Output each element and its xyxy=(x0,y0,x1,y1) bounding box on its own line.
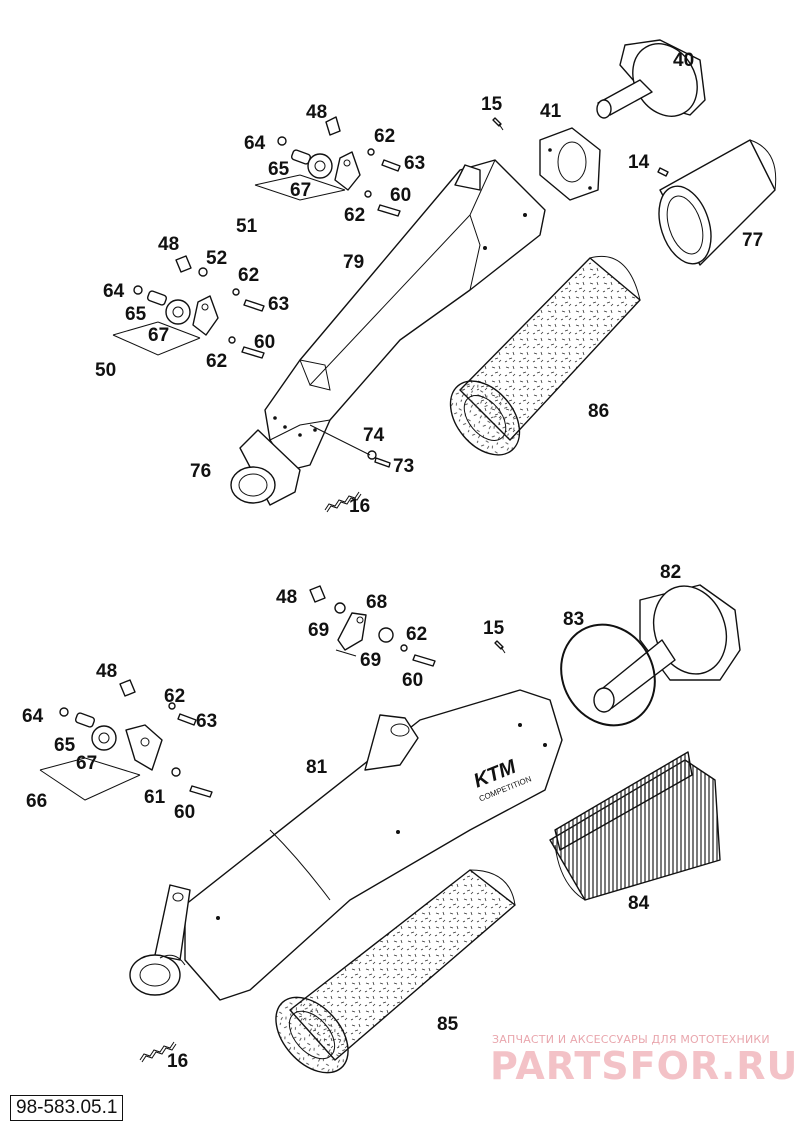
callout-73: 73 xyxy=(393,456,414,477)
screw-15-upper xyxy=(492,117,504,131)
callout-86: 86 xyxy=(588,401,609,422)
callout-69: 69 xyxy=(360,650,381,671)
callout-40: 40 xyxy=(673,50,694,71)
callout-83: 83 xyxy=(563,609,584,630)
flange-41 xyxy=(539,127,601,201)
callout-60: 60 xyxy=(402,670,423,691)
callout-62: 62 xyxy=(344,205,365,226)
spring-16-upper xyxy=(324,491,362,513)
callout-77: 77 xyxy=(742,230,763,251)
callout-61: 61 xyxy=(144,787,166,808)
callout-52: 52 xyxy=(206,248,227,269)
o-ring-83 xyxy=(560,623,656,727)
callout-15: 15 xyxy=(483,618,505,639)
bracket-group-68 xyxy=(309,585,436,667)
packing-84 xyxy=(549,751,721,901)
callout-65: 65 xyxy=(54,735,76,756)
callout-62: 62 xyxy=(238,265,259,286)
callout-79: 79 xyxy=(343,252,364,273)
callout-66: 66 xyxy=(26,791,47,812)
drawing-code: 98-583.05.1 xyxy=(10,1095,124,1121)
callout-63: 63 xyxy=(196,711,217,732)
watermark-tagline: ЗАПЧАСТИ И АКСЕССУАРЫ ДЛЯ МОТОТЕХНИКИ xyxy=(492,1033,770,1046)
callout-51: 51 xyxy=(236,216,258,237)
callout-48: 48 xyxy=(158,234,179,255)
callout-69: 69 xyxy=(308,620,329,641)
callout-60: 60 xyxy=(390,185,411,206)
callout-63: 63 xyxy=(404,153,425,174)
callout-48: 48 xyxy=(306,102,327,123)
spring-16-lower xyxy=(139,1041,177,1063)
callout-62: 62 xyxy=(406,624,427,645)
muffler-body-79 xyxy=(264,159,546,471)
callout-60: 60 xyxy=(174,802,195,823)
bracket-set-51 xyxy=(254,116,401,217)
callout-81: 81 xyxy=(306,757,328,778)
callout-62: 62 xyxy=(374,126,395,147)
muffler-body-81 xyxy=(129,689,563,1001)
callout-16: 16 xyxy=(167,1051,188,1072)
screw-14 xyxy=(657,167,669,177)
callout-65: 65 xyxy=(125,304,147,325)
callout-84: 84 xyxy=(628,893,650,914)
callout-labels: 40 15 41 48 64 62 63 14 65 67 60 62 51 7… xyxy=(22,50,763,1072)
callout-74: 74 xyxy=(363,425,385,446)
callout-67: 67 xyxy=(290,180,311,201)
end-cone-82 xyxy=(593,584,741,713)
callout-48: 48 xyxy=(96,661,117,682)
callout-67: 67 xyxy=(76,753,97,774)
callout-16: 16 xyxy=(349,496,370,517)
callout-67: 67 xyxy=(148,325,169,346)
callout-60: 60 xyxy=(254,332,275,353)
end-cone-40 xyxy=(596,39,706,119)
callout-50: 50 xyxy=(95,360,116,381)
callout-82: 82 xyxy=(660,562,681,583)
callout-64: 64 xyxy=(22,706,44,727)
callout-68: 68 xyxy=(366,592,387,613)
screw-73-washer-74 xyxy=(309,424,391,468)
end-cap-76 xyxy=(230,429,301,506)
callout-85: 85 xyxy=(437,1014,459,1035)
callout-62: 62 xyxy=(164,686,185,707)
callout-76: 76 xyxy=(190,461,211,482)
callout-63: 63 xyxy=(268,294,289,315)
callout-14: 14 xyxy=(628,152,650,173)
sleeve-77 xyxy=(658,139,777,266)
callout-64: 64 xyxy=(244,133,266,154)
packing-86 xyxy=(449,255,641,456)
callout-65: 65 xyxy=(268,159,290,180)
callout-15: 15 xyxy=(481,94,503,115)
bracket-set-66 xyxy=(39,679,213,801)
packing-85 xyxy=(275,869,516,1074)
screw-15-lower xyxy=(494,640,506,654)
callout-41: 41 xyxy=(540,101,562,122)
bracket-set-50 xyxy=(112,255,265,359)
callout-64: 64 xyxy=(103,281,125,302)
callout-62: 62 xyxy=(206,351,227,372)
callout-48: 48 xyxy=(276,587,297,608)
watermark-site: PARTSFOR.RU xyxy=(490,1044,799,1088)
